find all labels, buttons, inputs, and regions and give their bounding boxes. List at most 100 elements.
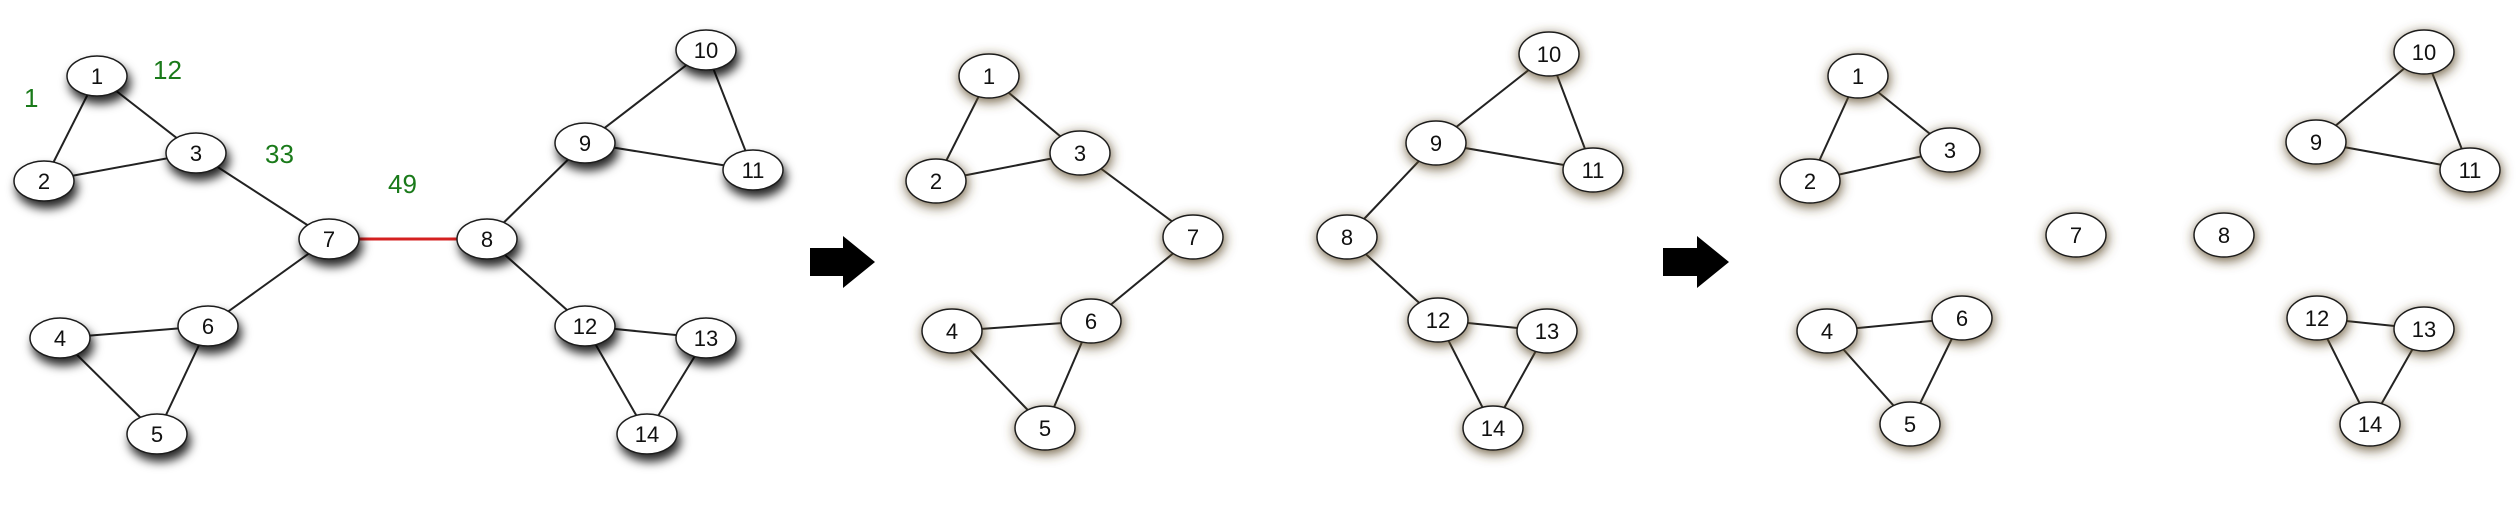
node-circle [616, 413, 678, 455]
graph-node: 3 [165, 132, 227, 174]
node-circle [2339, 401, 2401, 447]
node-circle [1879, 401, 1941, 447]
graph-node: 12 [2286, 295, 2348, 341]
node-circle [126, 413, 188, 455]
graph-node: 14 [616, 413, 678, 455]
node-circle [958, 53, 1020, 99]
node-label: 7 [1187, 225, 1199, 250]
node-label: 3 [190, 141, 202, 166]
node-circle [1919, 127, 1981, 173]
node-label: 8 [481, 227, 493, 252]
edge-weight-label: 33 [265, 139, 294, 169]
edge-layer [935, 53, 1594, 429]
graph-node: 10 [675, 29, 737, 71]
node-label: 12 [2305, 306, 2329, 331]
node-label: 7 [323, 227, 335, 252]
node-circle [2193, 212, 2255, 258]
node-label: 11 [2459, 158, 2482, 183]
node-circle [722, 149, 784, 191]
graph-node: 4 [29, 317, 91, 359]
node-label: 2 [930, 169, 942, 194]
node-label: 14 [2358, 412, 2382, 437]
node-label: 5 [1904, 412, 1916, 437]
node-circle [554, 305, 616, 347]
node-circle [2439, 147, 2501, 193]
node-circle [2393, 29, 2455, 75]
node-label: 3 [1074, 141, 1086, 166]
graph-node: 1 [958, 53, 1020, 99]
graph-node: 8 [1316, 214, 1378, 260]
graph-node: 10 [1518, 31, 1580, 77]
graph-node: 11 [722, 149, 784, 191]
right-arrow-icon [1663, 236, 1729, 288]
node-circle [1562, 147, 1624, 193]
edge-weight-label: 49 [388, 169, 417, 199]
graph-node: 7 [2045, 212, 2107, 258]
node-circle [1518, 31, 1580, 77]
graph-node: 7 [298, 218, 360, 260]
graph-node: 13 [675, 317, 737, 359]
node-label: 8 [1341, 225, 1353, 250]
node-circle [1060, 298, 1122, 344]
graph-node: 9 [554, 122, 616, 164]
node-circle [165, 132, 227, 174]
node-label: 3 [1944, 138, 1956, 163]
node-label: 12 [1426, 308, 1450, 333]
graph-node: 2 [13, 160, 75, 202]
edge-layer [1809, 51, 2471, 425]
node-label: 11 [1582, 158, 1605, 183]
node-label: 4 [1821, 319, 1833, 344]
graph-node: 9 [2285, 119, 2347, 165]
edge-weight-label: 12 [153, 55, 182, 85]
node-label: 6 [1085, 309, 1097, 334]
node-label: 13 [694, 326, 718, 351]
node-circle [177, 305, 239, 347]
node-circle [1049, 130, 1111, 176]
graph-node: 1 [66, 55, 128, 97]
node-label: 9 [579, 131, 591, 156]
graph-node: 4 [921, 308, 983, 354]
node-circle [921, 308, 983, 354]
edge-layer [43, 49, 754, 435]
graph-node: 11 [1562, 147, 1624, 193]
node-circle [1931, 295, 1993, 341]
node-label: 6 [1956, 306, 1968, 331]
node-label: 7 [2070, 223, 2082, 248]
node-circle [554, 122, 616, 164]
graph-node: 12 [554, 305, 616, 347]
graph-node: 13 [1516, 308, 1578, 354]
node-circle [675, 317, 737, 359]
node-circle [2285, 119, 2347, 165]
node-label: 2 [38, 169, 50, 194]
node-circle [66, 55, 128, 97]
node-circle [1796, 308, 1858, 354]
graph-node: 11 [2439, 147, 2501, 193]
node-circle [29, 317, 91, 359]
graph-node: 1 [1827, 53, 1889, 99]
graph-node: 5 [1014, 405, 1076, 451]
node-circle [1014, 405, 1076, 451]
right-arrow-icon [810, 236, 875, 288]
node-circle [1462, 405, 1524, 451]
graph-node: 14 [2339, 401, 2401, 447]
graph-node: 7 [1162, 214, 1224, 260]
node-label: 13 [2412, 317, 2436, 342]
graph-node: 6 [1060, 298, 1122, 344]
graph-node: 14 [1462, 405, 1524, 451]
node-label: 10 [1537, 42, 1561, 67]
graph-node: 10 [2393, 29, 2455, 75]
node-label: 1 [1852, 64, 1864, 89]
graph-node: 5 [126, 413, 188, 455]
graph-node: 6 [177, 305, 239, 347]
graph-node: 2 [905, 158, 967, 204]
node-circle [905, 158, 967, 204]
edge-weight-labels: 1 12 33 49 [24, 55, 417, 199]
node-circle [675, 29, 737, 71]
node-label: 1 [91, 64, 103, 89]
node-label: 5 [151, 422, 163, 447]
node-circle [2045, 212, 2107, 258]
node-label: 11 [742, 158, 765, 183]
